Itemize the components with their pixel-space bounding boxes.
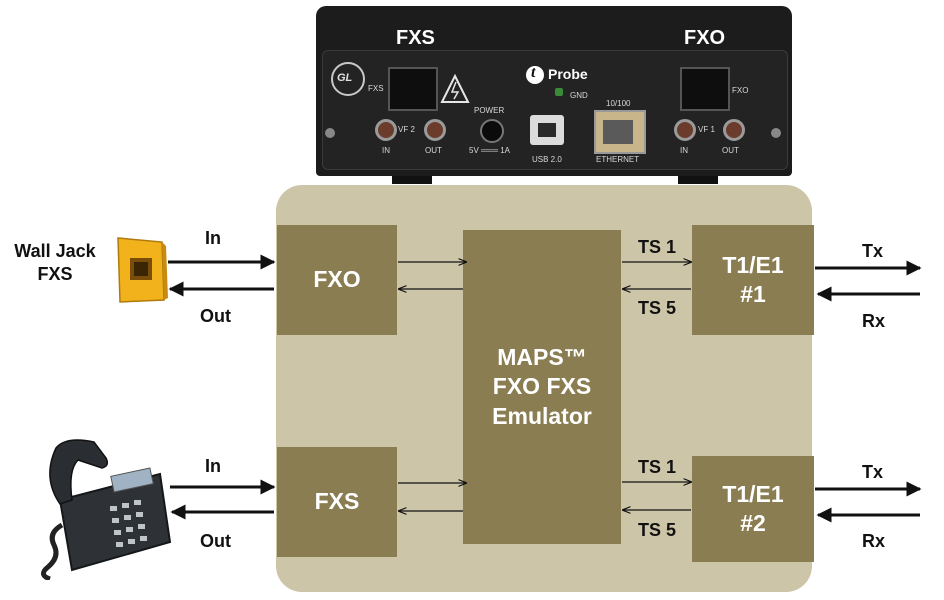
in-left-label: IN (382, 146, 390, 155)
usb-port-inner (538, 123, 556, 137)
wall-jack-label-line1: Wall Jack (14, 241, 96, 261)
ethernet-label: ETHERNET (596, 155, 640, 164)
speed-label: 10/100 (606, 99, 631, 108)
top-out-label: Out (200, 306, 231, 326)
fxs-rj11-port (388, 67, 438, 111)
bottom-tx-label: Tx (862, 462, 884, 482)
vf1-out-jack (723, 119, 745, 141)
power-jack (480, 119, 504, 143)
brand-t-badge (526, 66, 544, 84)
top-tx-label: Tx (862, 241, 884, 261)
in-right-label: IN (680, 146, 688, 155)
out-right-label: OUT (722, 146, 739, 155)
gnd-label: GND (570, 91, 588, 100)
top-rx-label: Rx (862, 311, 886, 331)
maps-emulator-block: MAPS™ FXO FXS Emulator (463, 230, 621, 544)
fxo-block-label: FXO (313, 266, 361, 293)
device-fxo-title: FXO (684, 27, 726, 49)
brand-name: Probe (548, 66, 588, 82)
bottom-out-label: Out (200, 531, 231, 551)
wall-jack-label-line2: FXS (37, 263, 73, 284)
t1e1-1-line1: T1/E1 (722, 251, 784, 278)
top-ts1-label: TS 1 (638, 237, 677, 257)
t1e1-2-line1: T1/E1 (722, 480, 784, 507)
t1e1-1-line2: #1 (740, 281, 766, 307)
bottom-ts5-label: TS 5 (638, 520, 677, 540)
bottom-rx-label: Rx (862, 531, 886, 551)
power-spec-label: 5V ═══ 1A (469, 146, 511, 155)
device-fxs-title: FXS (396, 27, 435, 49)
device-foot-right (678, 176, 718, 184)
screw-right (771, 128, 781, 138)
brand-t-letter: t (531, 64, 536, 81)
vf1-label: VF 1 (698, 125, 715, 134)
gl-logo-text: GL (337, 72, 353, 84)
power-label: POWER (474, 106, 505, 115)
out-left-label: OUT (425, 146, 442, 155)
top-ts5-label: TS 5 (638, 298, 677, 318)
ethernet-port (594, 110, 646, 154)
screw-left (325, 128, 335, 138)
device-foot-left (392, 176, 432, 184)
fxs-block-label: FXS (314, 488, 360, 515)
vf2-label: VF 2 (398, 125, 415, 134)
top-in-label: In (205, 228, 221, 248)
desk-phone-icon (41, 439, 172, 580)
t1e1-block-2: T1/E1 #2 (692, 456, 814, 562)
t1e1-2-line2: #2 (740, 510, 766, 536)
fxs-block: FXS (277, 447, 397, 557)
wall-jack-label: Wall Jack FXS (10, 240, 100, 285)
maps-line3: Emulator (492, 402, 592, 429)
fxo-rj11-port (680, 67, 730, 111)
t1e1-block-1: T1/E1 #1 (692, 225, 814, 335)
maps-line1: MAPS™ (497, 343, 587, 370)
fxs-port-label: FXS (368, 84, 384, 93)
gl-logo-icon (331, 62, 365, 96)
gnd-led (555, 88, 563, 96)
maps-line2: FXO FXS (492, 373, 592, 400)
bottom-ts1-label: TS 1 (638, 457, 677, 477)
vf1-in-jack (674, 119, 696, 141)
ethernet-port-inner (603, 120, 633, 144)
usb-label: USB 2.0 (532, 155, 562, 164)
bottom-in-label: In (205, 456, 221, 476)
fxo-port-label: FXO (732, 86, 749, 95)
vf2-out-jack (424, 119, 446, 141)
vf2-in-jack (375, 119, 397, 141)
wall-jack-icon (117, 237, 168, 303)
fxo-block: FXO (277, 225, 397, 335)
